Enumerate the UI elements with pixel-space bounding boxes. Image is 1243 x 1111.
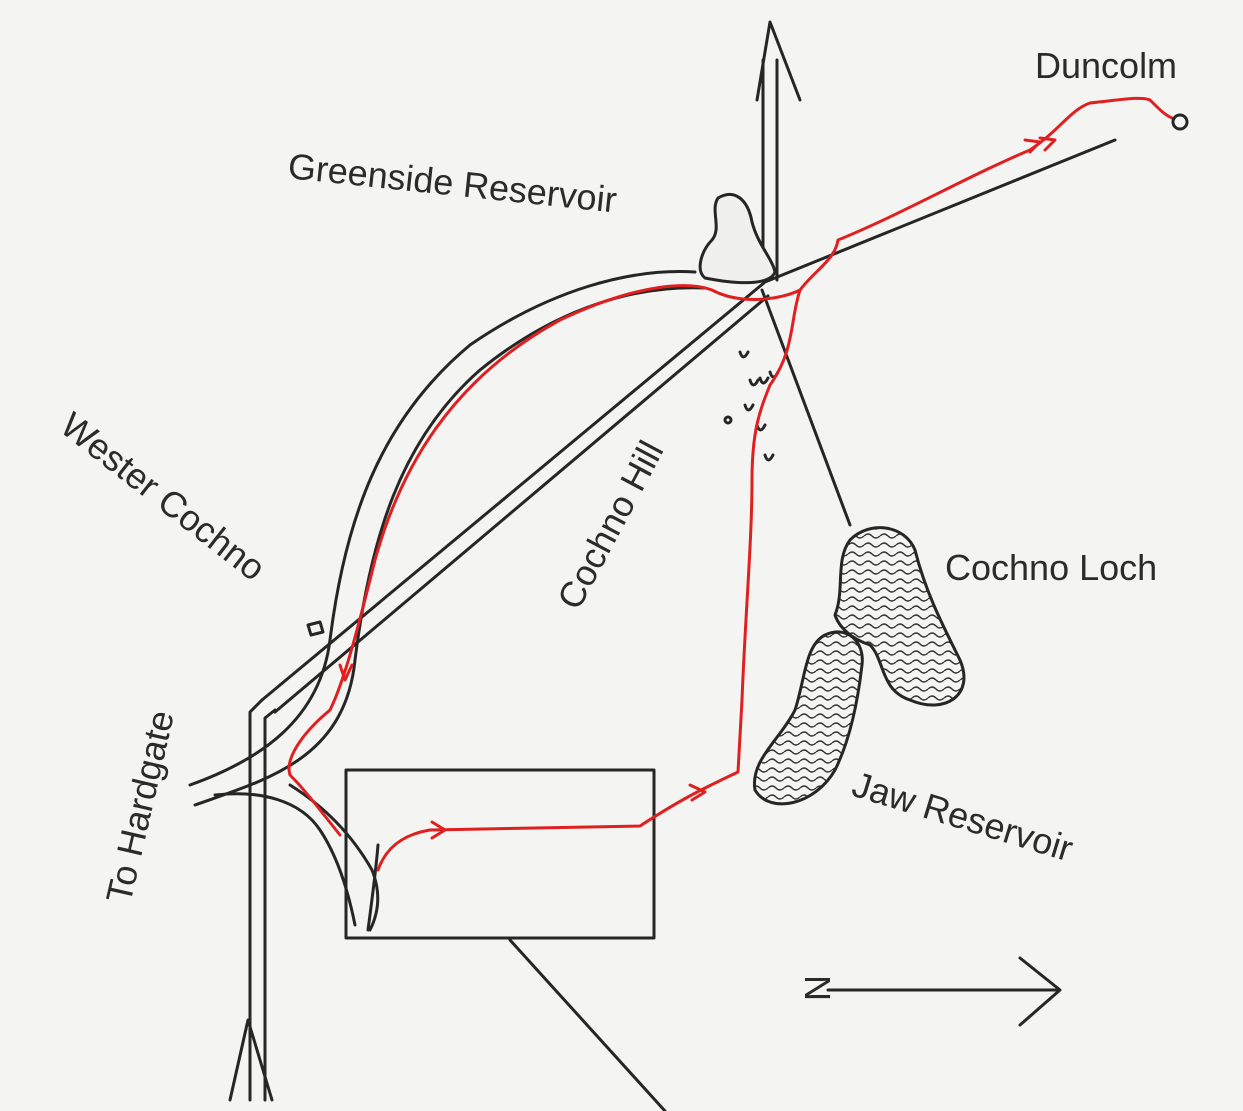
duncolm-summit-marker <box>1171 113 1189 131</box>
label-cochno-loch: Cochno Loch <box>945 547 1157 588</box>
label-wester-cochno: Wester Cochno <box>53 404 273 589</box>
label-duncolm: Duncolm <box>1035 45 1177 86</box>
leader-line <box>508 938 667 1111</box>
hill-marks <box>723 350 780 462</box>
label-to-hardgate: To Hardgate <box>98 706 182 906</box>
cochno-loch-pointer-line <box>760 288 852 527</box>
compass-north-arrow: N <box>797 956 1062 1027</box>
greenside-reservoir-shape <box>698 192 777 285</box>
inset-box <box>344 768 656 940</box>
straight-road <box>260 138 1117 714</box>
walking-route <box>287 96 1174 872</box>
road-to-hardgate <box>228 698 277 1102</box>
jaw-reservoir-shape <box>752 630 864 806</box>
wester-cochno-building-icon <box>306 620 325 637</box>
curved-road <box>188 270 707 932</box>
label-greenside-reservoir: Greenside Reservoir <box>286 145 619 220</box>
label-jaw-reservoir: Jaw Reservoir <box>848 763 1078 869</box>
cochno-loch-shape <box>833 526 966 707</box>
compass-north-label: N <box>797 975 838 1001</box>
north-road <box>755 20 802 282</box>
label-cochno-hill: Cochno Hill <box>549 434 672 616</box>
